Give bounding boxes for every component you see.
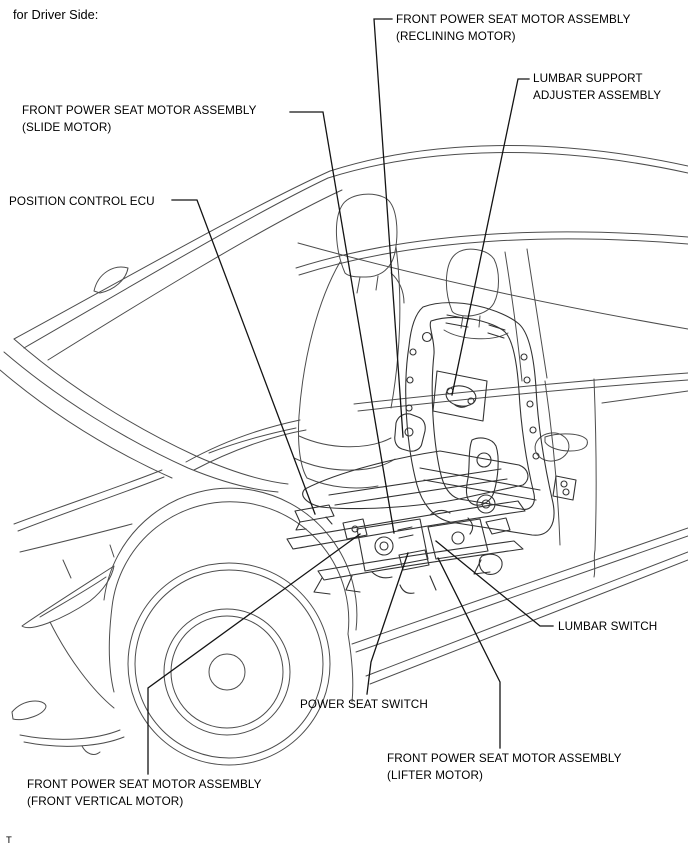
leader-lines xyxy=(147,18,554,775)
leader-position-control-ecu xyxy=(171,199,316,515)
label-front-vertical-motor: FRONT POWER SEAT MOTOR ASSEMBLY (FRONT V… xyxy=(27,778,262,808)
leader-lumbar-support-adjuster xyxy=(451,78,530,396)
lumbar-support-adjuster-part xyxy=(432,370,488,422)
leader-lumbar-switch xyxy=(435,540,554,627)
reclining-motor-part xyxy=(394,413,426,452)
leader-front-vertical-motor xyxy=(147,533,361,775)
leader-lifter-motor xyxy=(437,557,501,749)
drawing-title: for Driver Side: xyxy=(13,7,99,22)
label-reclining-motor: FRONT POWER SEAT MOTOR ASSEMBLY (RECLINI… xyxy=(396,13,631,43)
footer-mark: T xyxy=(6,835,12,846)
power-seat-switch-part xyxy=(398,549,430,571)
front-wheel xyxy=(103,487,358,766)
car-body-outline xyxy=(0,145,688,755)
seat-frame-assembly xyxy=(286,302,577,595)
lifter-motor-part xyxy=(427,518,489,560)
leader-power-seat-switch xyxy=(366,552,409,695)
phantom-passenger-seat xyxy=(293,193,405,489)
front-vertical-motor-part xyxy=(342,518,368,540)
slide-motor-part xyxy=(356,518,429,572)
position-control-ecu-part xyxy=(294,504,335,531)
label-lumbar-support-adjuster: LUMBAR SUPPORT ADJUSTER ASSEMBLY xyxy=(533,72,662,102)
leader-slide-motor xyxy=(289,111,395,534)
label-power-seat-switch: POWER SEAT SWITCH xyxy=(300,698,428,711)
label-slide-motor: FRONT POWER SEAT MOTOR ASSEMBLY (SLIDE M… xyxy=(22,104,257,134)
label-lumbar-switch: LUMBAR SWITCH xyxy=(558,620,658,633)
label-lifter-motor: FRONT POWER SEAT MOTOR ASSEMBLY (LIFTER … xyxy=(387,752,622,782)
leader-reclining-motor xyxy=(373,18,404,438)
label-position-control-ecu: POSITION CONTROL ECU xyxy=(9,195,155,208)
rear-seat-headrest xyxy=(443,248,509,340)
